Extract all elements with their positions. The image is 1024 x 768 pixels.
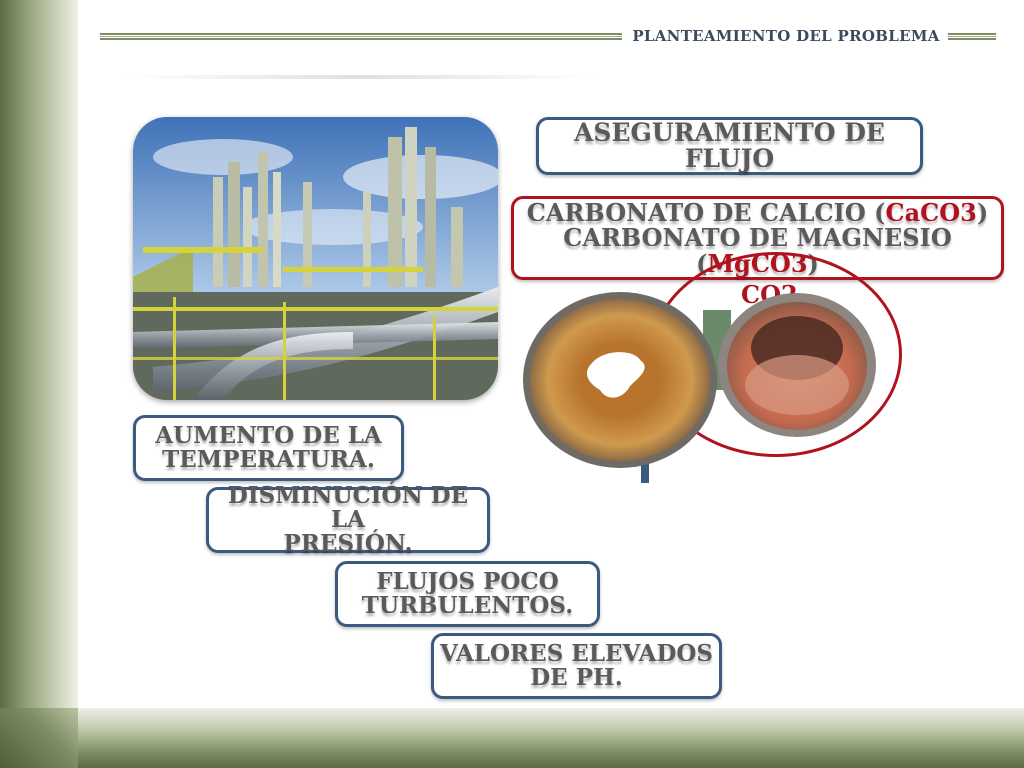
cause-turbulence-box: FLUJOS POCO TURBULENTOS.	[335, 561, 600, 627]
flow-assurance-label: ASEGURAMIENTO DE FLUJO	[574, 117, 885, 173]
frame-bottom-border	[0, 708, 1024, 768]
calcium-carbonate-formula: CaCO3	[885, 198, 977, 228]
cause-temperature-box: AUMENTO DE LA TEMPERATURA.	[133, 415, 404, 481]
frame-corner	[0, 708, 78, 768]
frame-left-border	[0, 0, 78, 768]
header-shadow-rule	[125, 75, 595, 79]
cause-ph-box: VALORES ELEVADOS DE PH.	[431, 633, 722, 699]
refinery-photo	[133, 117, 498, 400]
slide-title: PLANTEAMIENTO DEL PROBLEMA	[632, 27, 940, 45]
header-rule-left	[100, 33, 622, 40]
diagram-blue-marker	[641, 457, 649, 483]
header-rule-right	[948, 33, 996, 40]
refinery-illustration	[133, 117, 498, 400]
cause-pressure-box: DISMINUCIÓN DE LA PRESIÓN.	[206, 483, 490, 556]
flow-assurance-box: ASEGURAMIENTO DE FLUJO	[536, 117, 923, 175]
scaled-pipe-photo-1	[523, 292, 717, 468]
calcium-carbonate-line: CARBONATO DE CALCIO (CaCO3)	[526, 198, 989, 228]
scaled-pipe-photo-2	[718, 293, 876, 437]
